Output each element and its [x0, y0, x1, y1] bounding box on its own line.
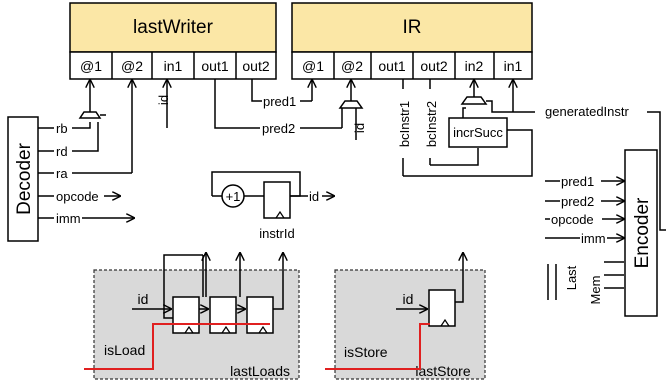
last-writer-port-out2: out2 — [242, 58, 269, 74]
is-store-label: isStore — [344, 344, 388, 360]
last-writer-id-label: id — [156, 95, 171, 105]
last-loads-reg-1 — [172, 296, 200, 334]
ir-port-in2: in2 — [465, 58, 484, 74]
encoder-input-opcode: opcode — [551, 212, 594, 227]
increment-label: +1 — [226, 189, 241, 204]
pred2-wire-label: pred2 — [262, 121, 295, 136]
address-mux — [78, 111, 102, 119]
decoder-signal-imm: imm — [56, 211, 81, 226]
instr-id-register — [263, 181, 291, 219]
instr-id-counter: +1 instrId id — [211, 171, 334, 241]
encoder-input-imm: imm — [581, 231, 606, 246]
ir-port-addr2: @2 — [341, 58, 363, 74]
last-loads-reg-2 — [209, 296, 237, 334]
incr-succ-group: incrSucc — [448, 80, 535, 148]
generated-instr-wire: generatedInstr — [513, 80, 666, 231]
clock-edge-icon — [275, 210, 285, 219]
last-writer-port-out1: out1 — [201, 58, 228, 74]
encoder-input-pred1: pred1 — [561, 174, 594, 189]
is-store-enable-line — [325, 323, 430, 370]
generated-instr-label: generatedInstr — [545, 104, 630, 119]
last-store-reg — [428, 289, 456, 327]
ir-port-in1: in1 — [504, 58, 523, 74]
encoder-input-last: Last — [564, 265, 579, 290]
ir-addr2-mux — [338, 100, 364, 109]
last-loads-id-label: id — [138, 291, 149, 307]
ir-addr2-mux-group: id — [338, 80, 367, 140]
ir-port-out2: out2 — [420, 58, 447, 74]
bc-instr-loop: bcInstr1 bcInstr2 — [397, 79, 533, 177]
last-writer-block: lastWriter @1 @2 in1 out1 out2 — [69, 2, 277, 80]
last-writer-port-addr1: @1 — [80, 58, 102, 74]
ir-id-label: id — [352, 123, 367, 133]
last-loads-reg-3 — [246, 296, 274, 334]
pred1-wire: pred1 — [251, 79, 312, 109]
is-load-enable-line — [84, 323, 270, 370]
decoder-signal-rb: rb — [56, 121, 68, 136]
pred1-wire-label: pred1 — [263, 94, 296, 109]
last-loads-label: lastLoads — [230, 363, 290, 379]
is-load-label: isLoad — [104, 342, 145, 358]
encoder-title: Encoder — [632, 197, 653, 268]
decoder-signal-ra: ra — [56, 166, 68, 181]
last-store-id-label: id — [403, 291, 414, 307]
last-writer-port-addr2: @2 — [121, 58, 143, 74]
pred2-wire: pred2 — [214, 79, 343, 136]
bc-instr2-label: bcInstr2 — [424, 101, 439, 147]
last-loads-block: lastLoads id isLoad — [84, 253, 300, 380]
encoder-input-pred2: pred2 — [561, 194, 594, 209]
ir-block: IR @1 @2 out1 out2 in2 in1 — [291, 2, 533, 80]
ir-port-addr1: @1 — [302, 58, 324, 74]
last-store-block: lastStore id isStore — [325, 253, 486, 380]
bc-instr1-label: bcInstr1 — [397, 101, 412, 147]
encoder-input-mem: Mem — [588, 276, 603, 305]
decoder-title: Decoder — [14, 142, 35, 214]
instr-id-label: instrId — [259, 226, 294, 241]
ir-title: IR — [403, 17, 422, 38]
ir-in2-mux — [460, 96, 488, 105]
ir-port-out1: out1 — [378, 58, 405, 74]
instr-id-output-label: id — [309, 189, 319, 204]
last-writer-id-input: id — [156, 80, 171, 128]
decoder-signal-rd: rd — [56, 144, 68, 159]
incr-succ-label: incrSucc — [453, 125, 503, 140]
last-writer-port-in1: in1 — [164, 58, 183, 74]
last-store-label: lastStore — [415, 363, 470, 379]
encoder-block: Encoder pred1 pred2 opcode imm Last Mem — [545, 149, 658, 317]
incr-succ-block — [448, 117, 508, 148]
decoder-signal-opcode: opcode — [56, 189, 99, 204]
last-writer-title: lastWriter — [133, 17, 214, 38]
decoder-block: Decoder rb rd ra opcode imm — [7, 80, 134, 242]
